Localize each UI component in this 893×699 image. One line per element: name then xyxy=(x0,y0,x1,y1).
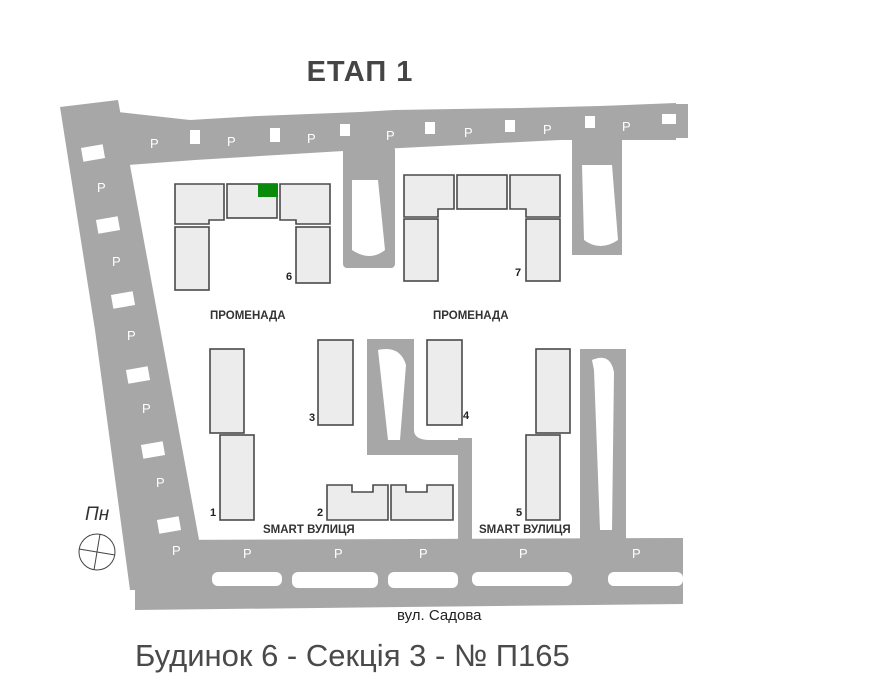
svg-text:3: 3 xyxy=(309,412,315,424)
promenade-label-right: ПРОМЕНАДА xyxy=(433,310,509,322)
selected-section-marker[interactable] xyxy=(258,184,278,197)
svg-text:P: P xyxy=(419,546,428,561)
svg-text:1: 1 xyxy=(210,507,216,519)
svg-text:P: P xyxy=(464,125,473,140)
building-3[interactable]: 3 xyxy=(309,339,354,426)
left-parking-strip xyxy=(60,100,200,590)
left-strip-slots xyxy=(80,144,182,534)
svg-text:7: 7 xyxy=(515,267,521,279)
svg-text:P: P xyxy=(543,122,552,137)
svg-text:P: P xyxy=(243,546,252,561)
svg-text:P: P xyxy=(519,546,528,561)
svg-text:P: P xyxy=(112,254,121,269)
svg-text:P: P xyxy=(307,131,316,146)
building-7[interactable]: 7 xyxy=(403,174,561,282)
building-1[interactable]: 1 xyxy=(209,348,255,521)
compass-icon xyxy=(78,533,116,571)
parking-labels: P P P P P P P P P P P P P P P P P P xyxy=(97,119,641,561)
svg-text:P: P xyxy=(127,328,136,343)
building-4[interactable]: 4 xyxy=(426,339,470,426)
street-name: вул. Садова xyxy=(397,607,482,624)
svg-text:P: P xyxy=(150,136,159,151)
svg-text:6: 6 xyxy=(286,271,292,283)
svg-text:P: P xyxy=(334,546,343,561)
svg-text:5: 5 xyxy=(516,507,522,519)
promenade-label-left: ПРОМЕНАДА xyxy=(210,310,286,322)
svg-text:P: P xyxy=(632,546,641,561)
svg-text:P: P xyxy=(97,180,106,195)
svg-text:P: P xyxy=(227,134,236,149)
top-parking-strip xyxy=(118,103,676,165)
building-5[interactable]: 5 xyxy=(516,348,571,521)
svg-text:P: P xyxy=(622,119,631,134)
building-6[interactable]: 6 xyxy=(174,183,331,291)
svg-text:4: 4 xyxy=(463,410,470,422)
svg-text:P: P xyxy=(386,128,395,143)
stage-title: ЕТАП 1 xyxy=(306,56,414,88)
svg-text:2: 2 xyxy=(317,507,323,519)
north-label: Пн xyxy=(85,504,110,525)
bottom-parking-strip xyxy=(135,538,683,610)
svg-text:P: P xyxy=(156,475,165,490)
svg-text:P: P xyxy=(172,543,181,558)
svg-text:P: P xyxy=(142,401,151,416)
smart-street-label-right: SMART ВУЛИЦЯ xyxy=(479,524,571,536)
building-2[interactable]: 2 xyxy=(317,484,454,521)
unit-caption: Будинок 6 - Секція 3 - № П165 xyxy=(135,638,570,673)
smart-street-label-left: SMART ВУЛИЦЯ xyxy=(263,524,355,536)
